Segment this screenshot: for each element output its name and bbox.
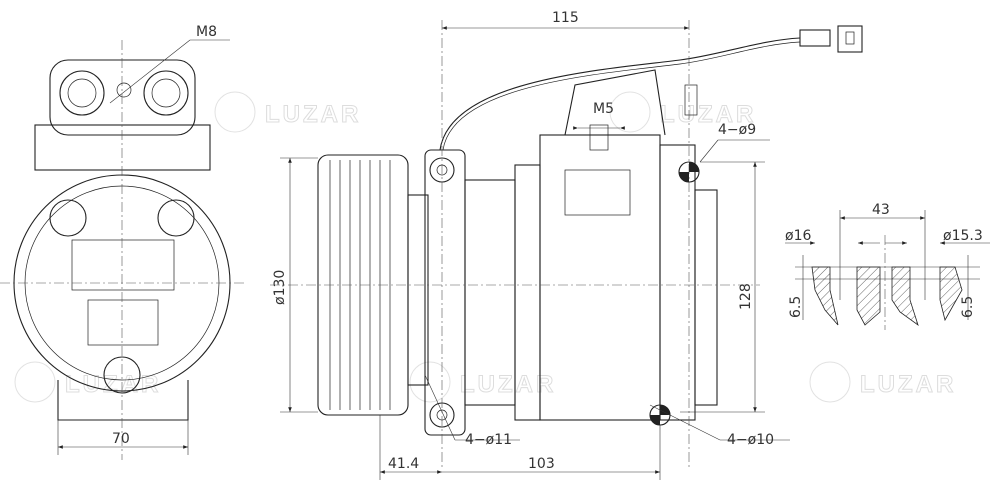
port-spacing-label: 43 (872, 202, 890, 218)
length-115-label: 115 (552, 10, 579, 26)
height-128-label: 128 (738, 283, 754, 310)
width-70-label: 70 (112, 431, 130, 447)
holes-10-label: 4−ø10 (727, 432, 774, 448)
port-depth-left-label: 6.5 (788, 296, 804, 318)
offset-41-4-label: 41.4 (388, 456, 419, 472)
watermark: LUZAR LUZAR LUZAR LUZAR LUZAR (14, 91, 956, 403)
front-view (0, 39, 245, 460)
thread-m5-label: M5 (593, 101, 614, 117)
port-dia-right-label: ø15.3 (943, 228, 983, 244)
svg-text:LUZAR: LUZAR (265, 101, 361, 128)
svg-text:LUZAR: LUZAR (860, 371, 956, 398)
port-dia-left-label: ø16 (785, 228, 811, 244)
port-depth-right-label: 6.5 (960, 296, 976, 318)
thread-m8-label: M8 (196, 24, 217, 40)
svg-text:LUZAR: LUZAR (65, 371, 161, 398)
pulley-diameter-label: ø130 (272, 270, 288, 305)
svg-text:LUZAR: LUZAR (660, 101, 756, 128)
svg-text:LUZAR: LUZAR (460, 371, 556, 398)
length-103-label: 103 (528, 456, 555, 472)
port-section-detail (785, 210, 990, 330)
holes-9-label: 4−ø9 (718, 122, 756, 138)
holes-11-label: 4−ø11 (465, 432, 512, 448)
side-view (270, 20, 863, 480)
